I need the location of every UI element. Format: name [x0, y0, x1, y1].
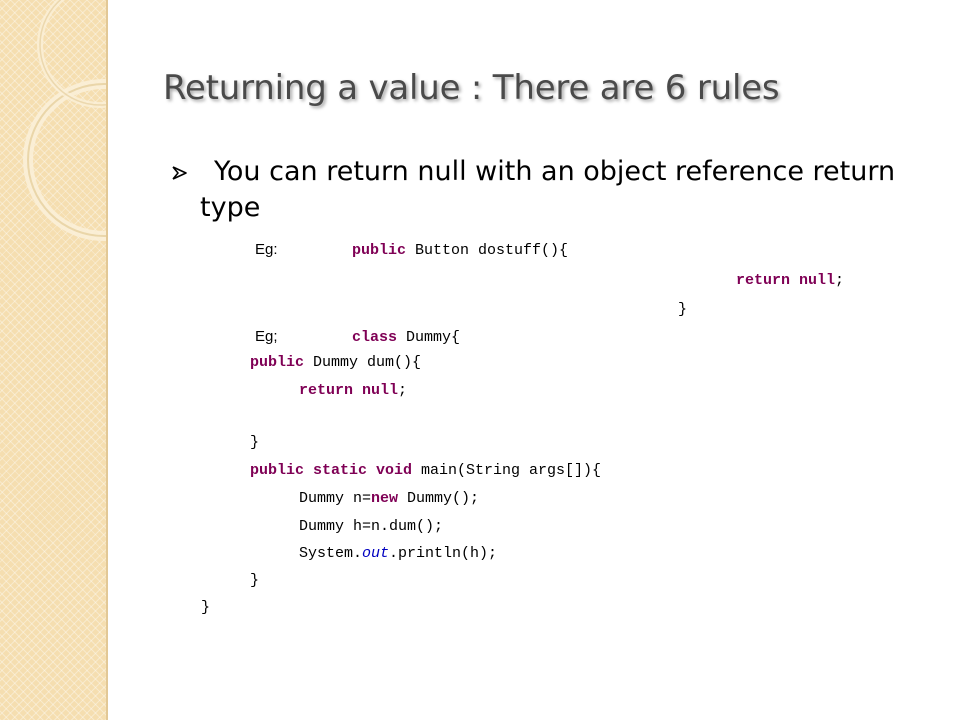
code-line-6: return null;: [299, 382, 407, 399]
code-text: main(String args[]){: [412, 462, 602, 479]
decorative-sidebar: [0, 0, 108, 720]
code-line-3: }: [678, 301, 688, 318]
code-keyword: public: [250, 354, 305, 371]
code-keyword: class: [352, 329, 398, 346]
code-line-5: public Dummy dum(){: [250, 354, 421, 371]
code-text: ;: [835, 272, 845, 289]
code-text: Button dostuff(){: [406, 242, 569, 259]
example-label-2: Eg;: [255, 328, 278, 345]
code-line-1: public Button dostuff(){: [352, 242, 568, 259]
code-text: Dummy dum(){: [304, 354, 422, 371]
decorative-circles: [23, 0, 106, 241]
code-line-9: Dummy n=new Dummy();: [299, 490, 479, 507]
code-line-8: public static void main(String args[]){: [250, 462, 601, 479]
code-text: Dummy();: [398, 490, 480, 507]
code-field: out: [362, 545, 390, 562]
code-line-13: }: [201, 599, 211, 616]
code-keyword: new: [371, 490, 399, 507]
code-line-10: Dummy h=n.dum();: [299, 518, 444, 535]
code-keyword: return null: [299, 382, 399, 399]
code-line-7: }: [250, 434, 260, 451]
code-text: Dummy{: [397, 329, 461, 346]
code-line-12: }: [250, 572, 260, 589]
code-text: Dummy n=: [299, 490, 372, 507]
code-keyword: public: [352, 242, 407, 259]
code-keyword: public static void: [250, 462, 413, 479]
slide-title: Returning a value : There are 6 rules: [163, 68, 780, 108]
code-line-4: class Dummy{: [352, 329, 460, 346]
arrow-bullet-icon: [172, 166, 187, 180]
code-text: .println(h);: [389, 545, 498, 562]
bullet-text: You can return null with an object refer…: [200, 156, 896, 223]
example-label-1: Eg:: [255, 241, 278, 258]
code-text: ;: [398, 382, 408, 399]
code-text: System.: [299, 545, 363, 562]
code-line-11: System.out.println(h);: [299, 545, 497, 562]
code-keyword: return null: [736, 272, 836, 289]
code-line-2: return null;: [736, 272, 844, 289]
